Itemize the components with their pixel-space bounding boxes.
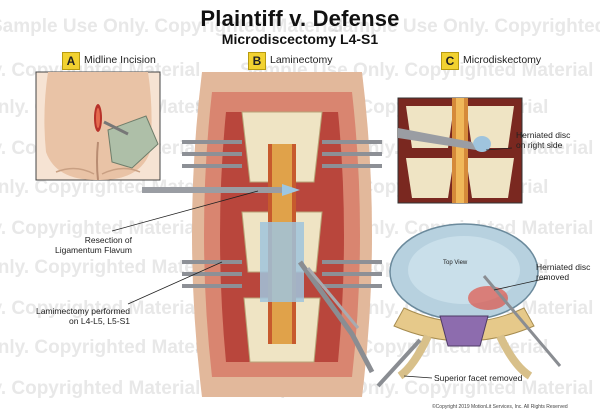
- copyright-notice: ©Copyright 2019 MotionLit Services, Inc.…: [432, 404, 568, 410]
- panel-a-badge: A: [62, 52, 80, 70]
- page-subtitle: Microdiscectomy L4-S1: [221, 31, 379, 47]
- callout-herniated-removed-line1: Herniated disc: [536, 262, 591, 272]
- callout-resection-line2: Ligamentum Flavum: [54, 245, 132, 255]
- microdiskectomy-illustration: [397, 97, 523, 204]
- callout-laminectomy: Lamimectomy performed on L4-L5, L5-S1: [30, 306, 130, 326]
- callout-herniated-removed: Herniated disc removed: [536, 262, 590, 282]
- callout-superior-facet: Superior facet removed: [434, 373, 523, 383]
- top-view-disc-illustration: [376, 223, 562, 388]
- callout-laminectomy-line2: on L4-L5, L5-S1: [69, 316, 130, 326]
- callout-herniated-right-line1: Herniated disc: [516, 130, 571, 140]
- callout-laminectomy-line1: Lamimectomy performed: [35, 306, 130, 316]
- callout-resection-line1: Resection of: [84, 235, 132, 245]
- callout-herniated-right-line2: on right side: [516, 140, 563, 150]
- callout-herniated-removed-line2: removed: [536, 272, 570, 282]
- top-view-label: Top View: [443, 260, 468, 266]
- panel-a-label: Midline Incision: [84, 54, 156, 66]
- panel-b-label: Laminectomy: [270, 54, 333, 66]
- panel-c-badge: C: [441, 52, 459, 70]
- page-title: Plaintiff v. Defense: [200, 6, 400, 31]
- callout-resection: Resection of Ligamentum Flavum: [46, 235, 132, 255]
- panel-b-badge: B: [248, 52, 266, 70]
- panel-c-label: Microdiskectomy: [463, 54, 542, 66]
- laminectomy-illustration: [142, 72, 382, 397]
- callout-herniated-right: Herniated disc on right side: [516, 130, 570, 150]
- midline-incision-illustration: [35, 71, 161, 181]
